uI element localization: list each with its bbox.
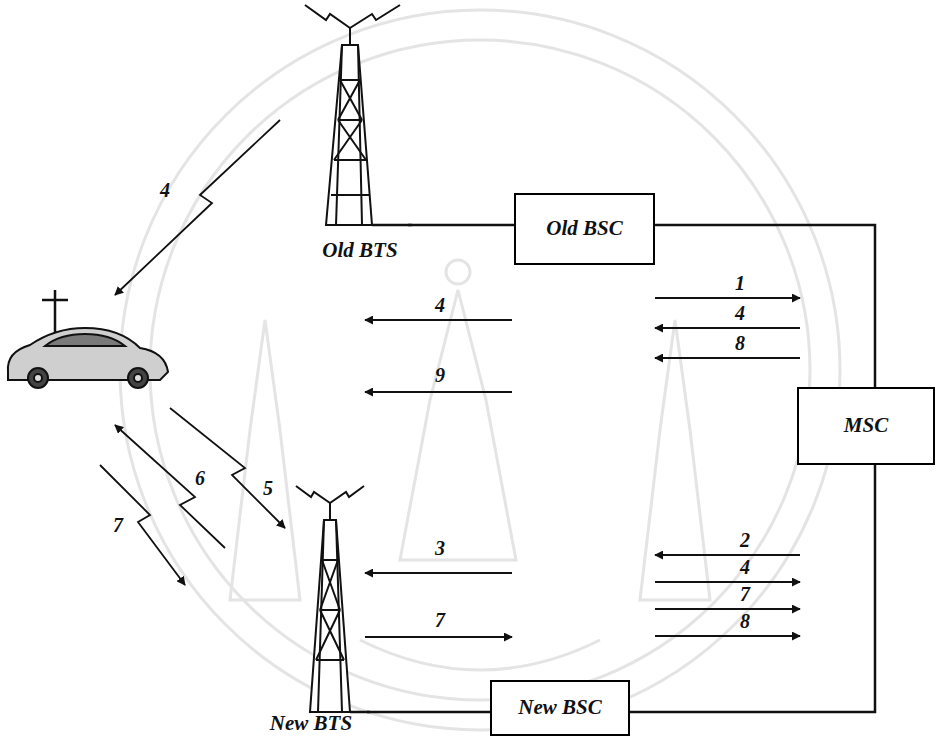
callout-number: 1 bbox=[735, 273, 745, 293]
bsc-box: Old BSC bbox=[514, 193, 655, 265]
callout-number: 8 bbox=[735, 333, 745, 353]
new-bts-tower bbox=[296, 486, 370, 712]
callout-number: 7 bbox=[113, 515, 123, 535]
link-line bbox=[367, 711, 490, 714]
mobile-car bbox=[8, 290, 168, 388]
callout-number: 2 bbox=[740, 530, 750, 550]
message-arrow bbox=[365, 298, 800, 637]
link-line bbox=[655, 225, 875, 387]
old-bts-tower bbox=[305, 5, 412, 225]
callout-number: 4 bbox=[435, 295, 445, 315]
link-line bbox=[408, 224, 514, 227]
link-line bbox=[630, 465, 875, 712]
box-label: MSC bbox=[844, 414, 888, 437]
radio-link bbox=[100, 120, 285, 585]
callout-number: 7 bbox=[740, 584, 750, 604]
watermark-seal bbox=[120, 10, 840, 730]
callout-number: 5 bbox=[263, 478, 273, 498]
bts-tower: New BTS bbox=[255, 488, 367, 735]
callout-number: 4 bbox=[160, 180, 170, 200]
callout-number: 4 bbox=[735, 303, 745, 323]
bsc-box: New BSC bbox=[490, 680, 630, 736]
callout-number: 6 bbox=[195, 468, 205, 488]
bts-tower: Old BTS bbox=[312, 8, 408, 262]
callout-number: 8 bbox=[740, 611, 750, 631]
station-label: Old BTS bbox=[322, 239, 397, 262]
callout-number: 3 bbox=[435, 538, 445, 558]
box-label: Old BSC bbox=[546, 217, 622, 240]
callout-number: 9 bbox=[435, 365, 445, 385]
station-label: New BTS bbox=[270, 712, 352, 735]
callout-number: 4 bbox=[740, 557, 750, 577]
callout-number: 7 bbox=[435, 610, 445, 630]
msc-box: MSC bbox=[797, 387, 935, 465]
box-label: New BSC bbox=[518, 696, 601, 719]
